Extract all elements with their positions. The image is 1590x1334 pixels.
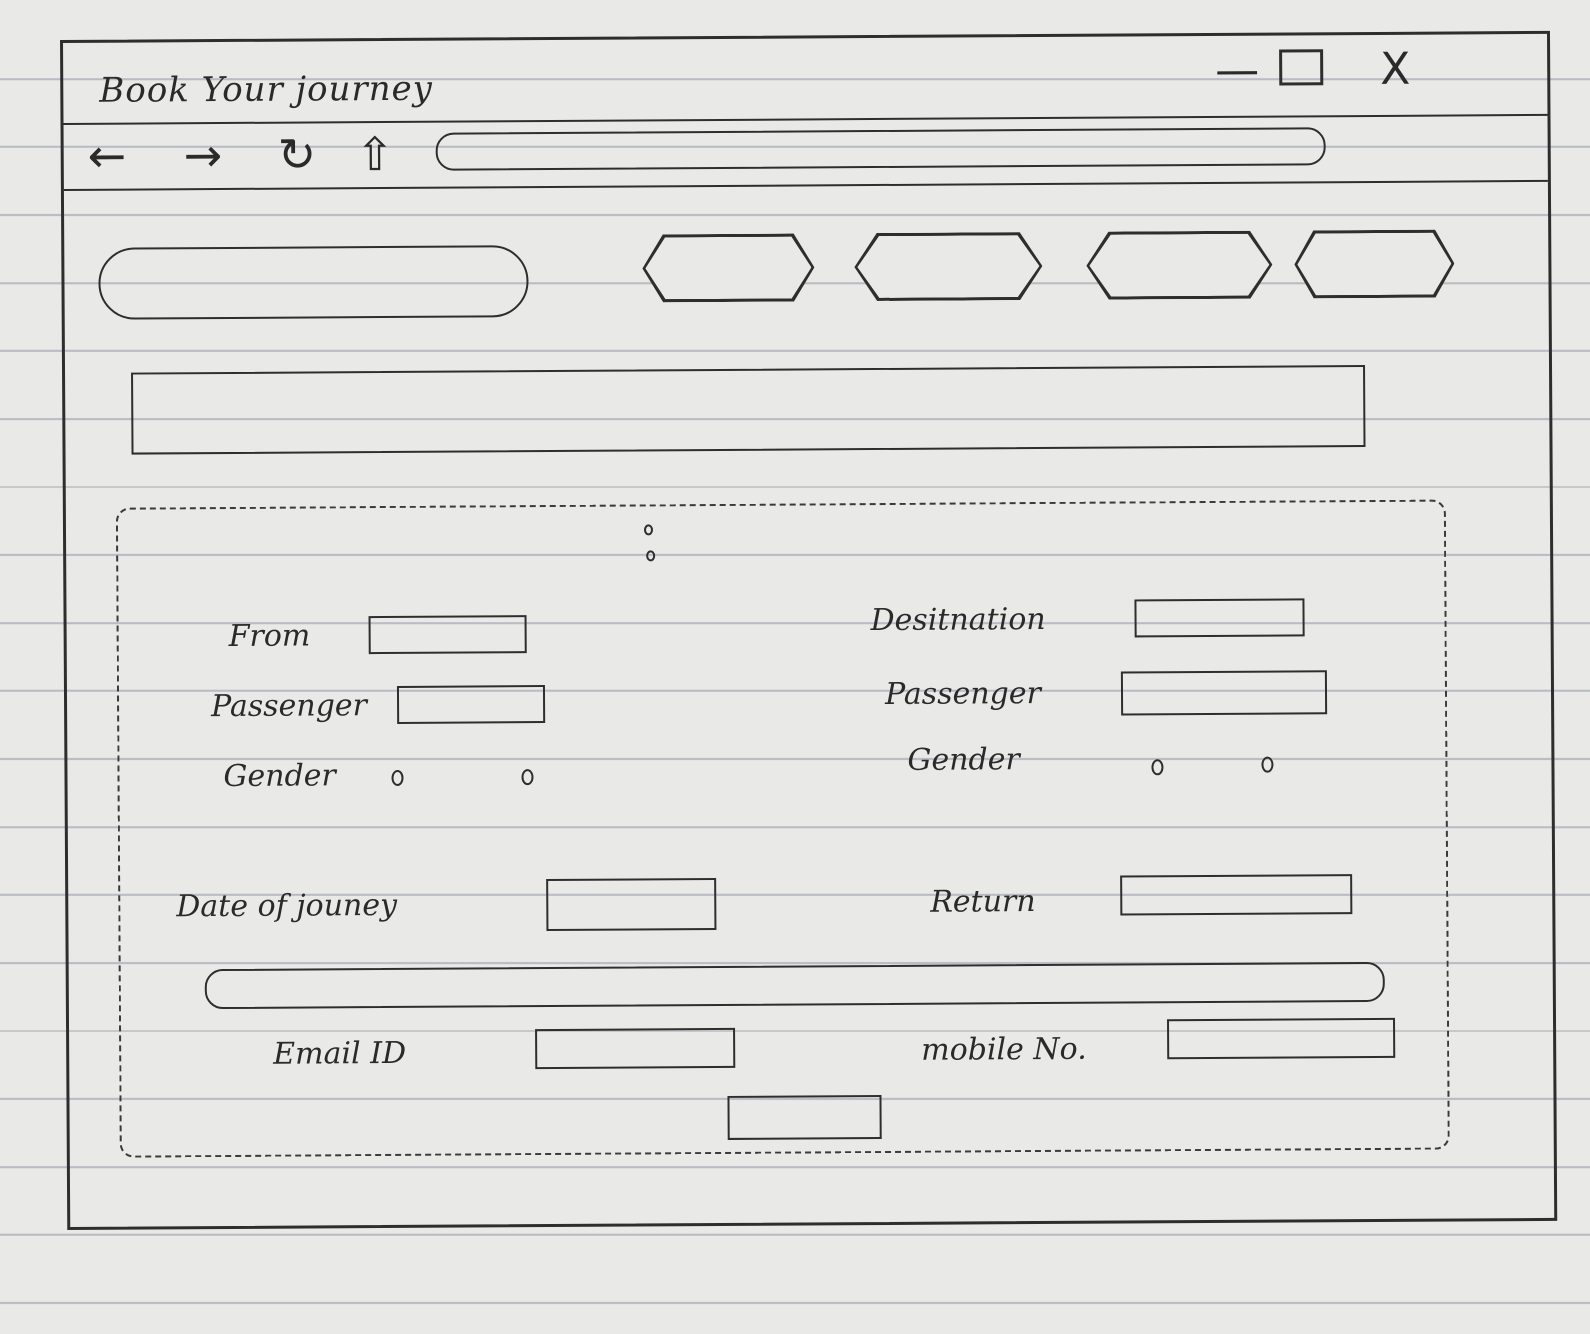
minimize-button[interactable]: — (1215, 44, 1260, 96)
gender-radio-right-2[interactable] (1261, 756, 1274, 773)
browser-toolbar: ← → ↻ ⇧ (63, 113, 1548, 191)
reload-icon[interactable]: ↻ (277, 127, 317, 182)
submit-button[interactable] (727, 1095, 882, 1140)
back-arrow-icon[interactable]: ← (87, 128, 127, 183)
gender-label-right: Gender (907, 742, 1020, 778)
decorative-dot (643, 524, 654, 536)
logo-placeholder (98, 245, 529, 320)
email-label: Email ID (273, 1035, 407, 1072)
booking-form: From Passenger Gender Desitnation Passen… (115, 499, 1450, 1158)
browser-window: Book Your journey — X ← → ↻ ⇧ From Passe… (60, 30, 1558, 1230)
home-icon[interactable]: ⇧ (355, 126, 395, 182)
mobile-field[interactable] (1167, 1017, 1396, 1060)
gender-radio-left-2[interactable] (521, 769, 534, 786)
nav-menu-button-3[interactable] (1086, 231, 1272, 300)
from-field[interactable] (368, 615, 527, 655)
forward-arrow-icon[interactable]: → (183, 128, 223, 183)
wide-input-field[interactable] (204, 961, 1385, 1010)
banner-placeholder (131, 365, 1366, 455)
gender-radio-right-1[interactable] (1151, 759, 1164, 776)
date-of-journey-field[interactable] (546, 878, 717, 932)
address-bar[interactable] (435, 127, 1326, 171)
close-button[interactable]: X (1379, 43, 1411, 95)
passenger-field-left[interactable] (396, 685, 546, 724)
email-field[interactable] (535, 1027, 736, 1070)
title-bar: Book Your journey — X (63, 33, 1548, 125)
mobile-label: mobile No. (921, 1031, 1087, 1068)
nav-menu-button-4[interactable] (1294, 229, 1454, 298)
nav-menu-button-2[interactable] (854, 232, 1042, 301)
return-label: Return (930, 884, 1036, 920)
date-of-journey-label: Date of jouney (176, 887, 398, 925)
maximize-button[interactable] (1279, 49, 1324, 86)
window-title: Book Your journey (99, 68, 434, 111)
destination-label: Desitnation (870, 601, 1046, 639)
nav-menu-button-1[interactable] (642, 233, 814, 302)
passenger-label-left: Passenger (210, 688, 368, 725)
passenger-field-right[interactable] (1120, 670, 1328, 716)
gender-label-left: Gender (223, 758, 336, 795)
return-date-field[interactable] (1120, 874, 1353, 916)
gender-radio-left-1[interactable] (391, 769, 404, 786)
decorative-dot (646, 550, 656, 562)
destination-field[interactable] (1134, 598, 1305, 638)
passenger-label-right: Passenger (884, 676, 1042, 712)
from-label: From (228, 618, 311, 654)
